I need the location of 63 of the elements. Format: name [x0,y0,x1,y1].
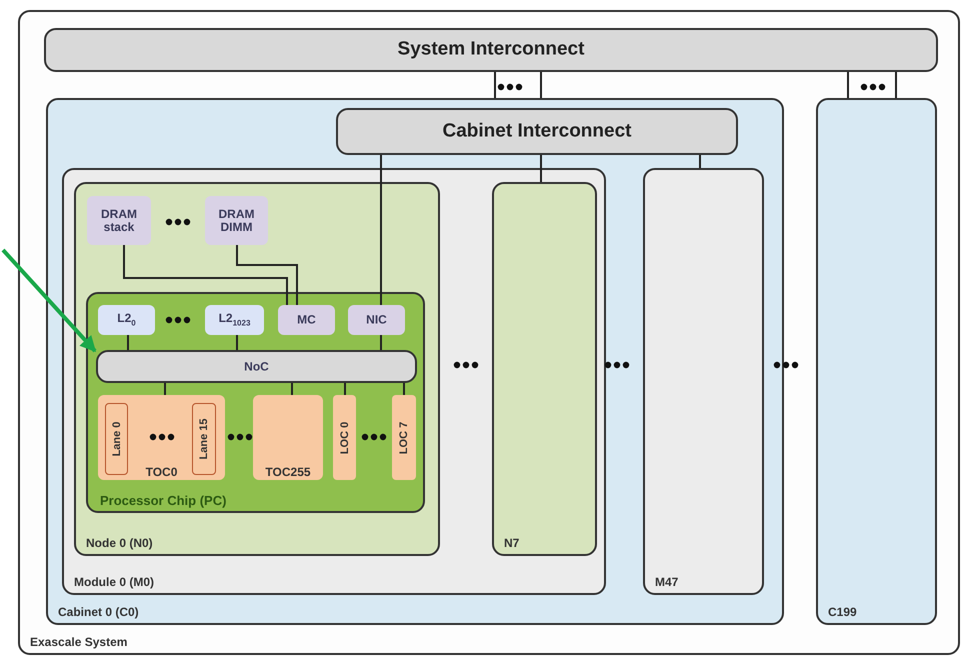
box-title: LOC 7 [398,421,410,454]
core-box [253,395,323,480]
core-box [392,395,416,480]
box-title: M47 [655,576,678,589]
node-box [74,182,440,556]
connector-line [164,383,166,395]
connector-line [236,335,238,350]
box-title: NIC [365,313,388,327]
connector-line [699,155,701,168]
connector-line [403,383,405,395]
cabinet-box [46,98,784,625]
module-box [643,168,764,595]
box-title: System Interconnect [396,40,586,60]
box-title: Lane 15 [198,418,210,460]
cache-box [205,305,264,335]
connector-line [540,72,542,98]
box-title: DRAM DIMM [218,207,256,234]
controller-box [278,305,335,335]
connector-line [127,335,129,350]
arrow [2,248,96,352]
box-title: NoC [243,360,270,374]
box-title: Cabinet Interconnect [442,121,632,142]
connector-line [895,72,897,98]
lane-box [192,403,216,475]
connector-line [847,72,849,98]
node-box [492,182,597,556]
box-title: L2$_{0}$ [116,312,137,328]
box-title: TOC255 [264,466,312,479]
box-title: Lane 0 [110,422,123,456]
connector-line [291,383,293,395]
connector-line [344,383,346,395]
core-box [333,395,356,480]
lane-box [105,403,128,475]
box-title: C199 [828,606,857,619]
box-title: N7 [504,536,520,550]
controller-box [348,305,405,335]
interconnect-bar [44,28,938,72]
connector-line [380,335,382,350]
network-bar [96,350,417,383]
connector-line [540,155,542,182]
memory-box [205,196,268,245]
box-title: Module 0 (M0) [74,576,154,589]
box-title: Exascale System [30,636,128,649]
box-title: TOC0 [144,466,178,479]
box-title: LOC 0 [338,421,351,454]
cache-box [98,305,155,335]
box-title: Node 0 (N0) [86,536,153,550]
module-box [62,168,606,595]
core-box [98,395,225,480]
interconnect-bar [336,108,738,155]
chip-box [86,292,425,513]
cabinet-box [816,98,937,625]
box-title: Cabinet 0 (C0) [58,606,139,619]
box-title: DRAM stack [100,207,138,234]
connector-line [123,245,288,305]
box-title: Processor Chip (PC) [100,494,226,508]
connector-line [380,155,382,305]
memory-box [87,196,151,245]
connector-line [236,245,298,305]
connector-line [494,72,496,98]
box-title: L2$_{1023}$ [218,312,252,328]
system-box [18,10,960,655]
box-title: MC [296,313,317,327]
